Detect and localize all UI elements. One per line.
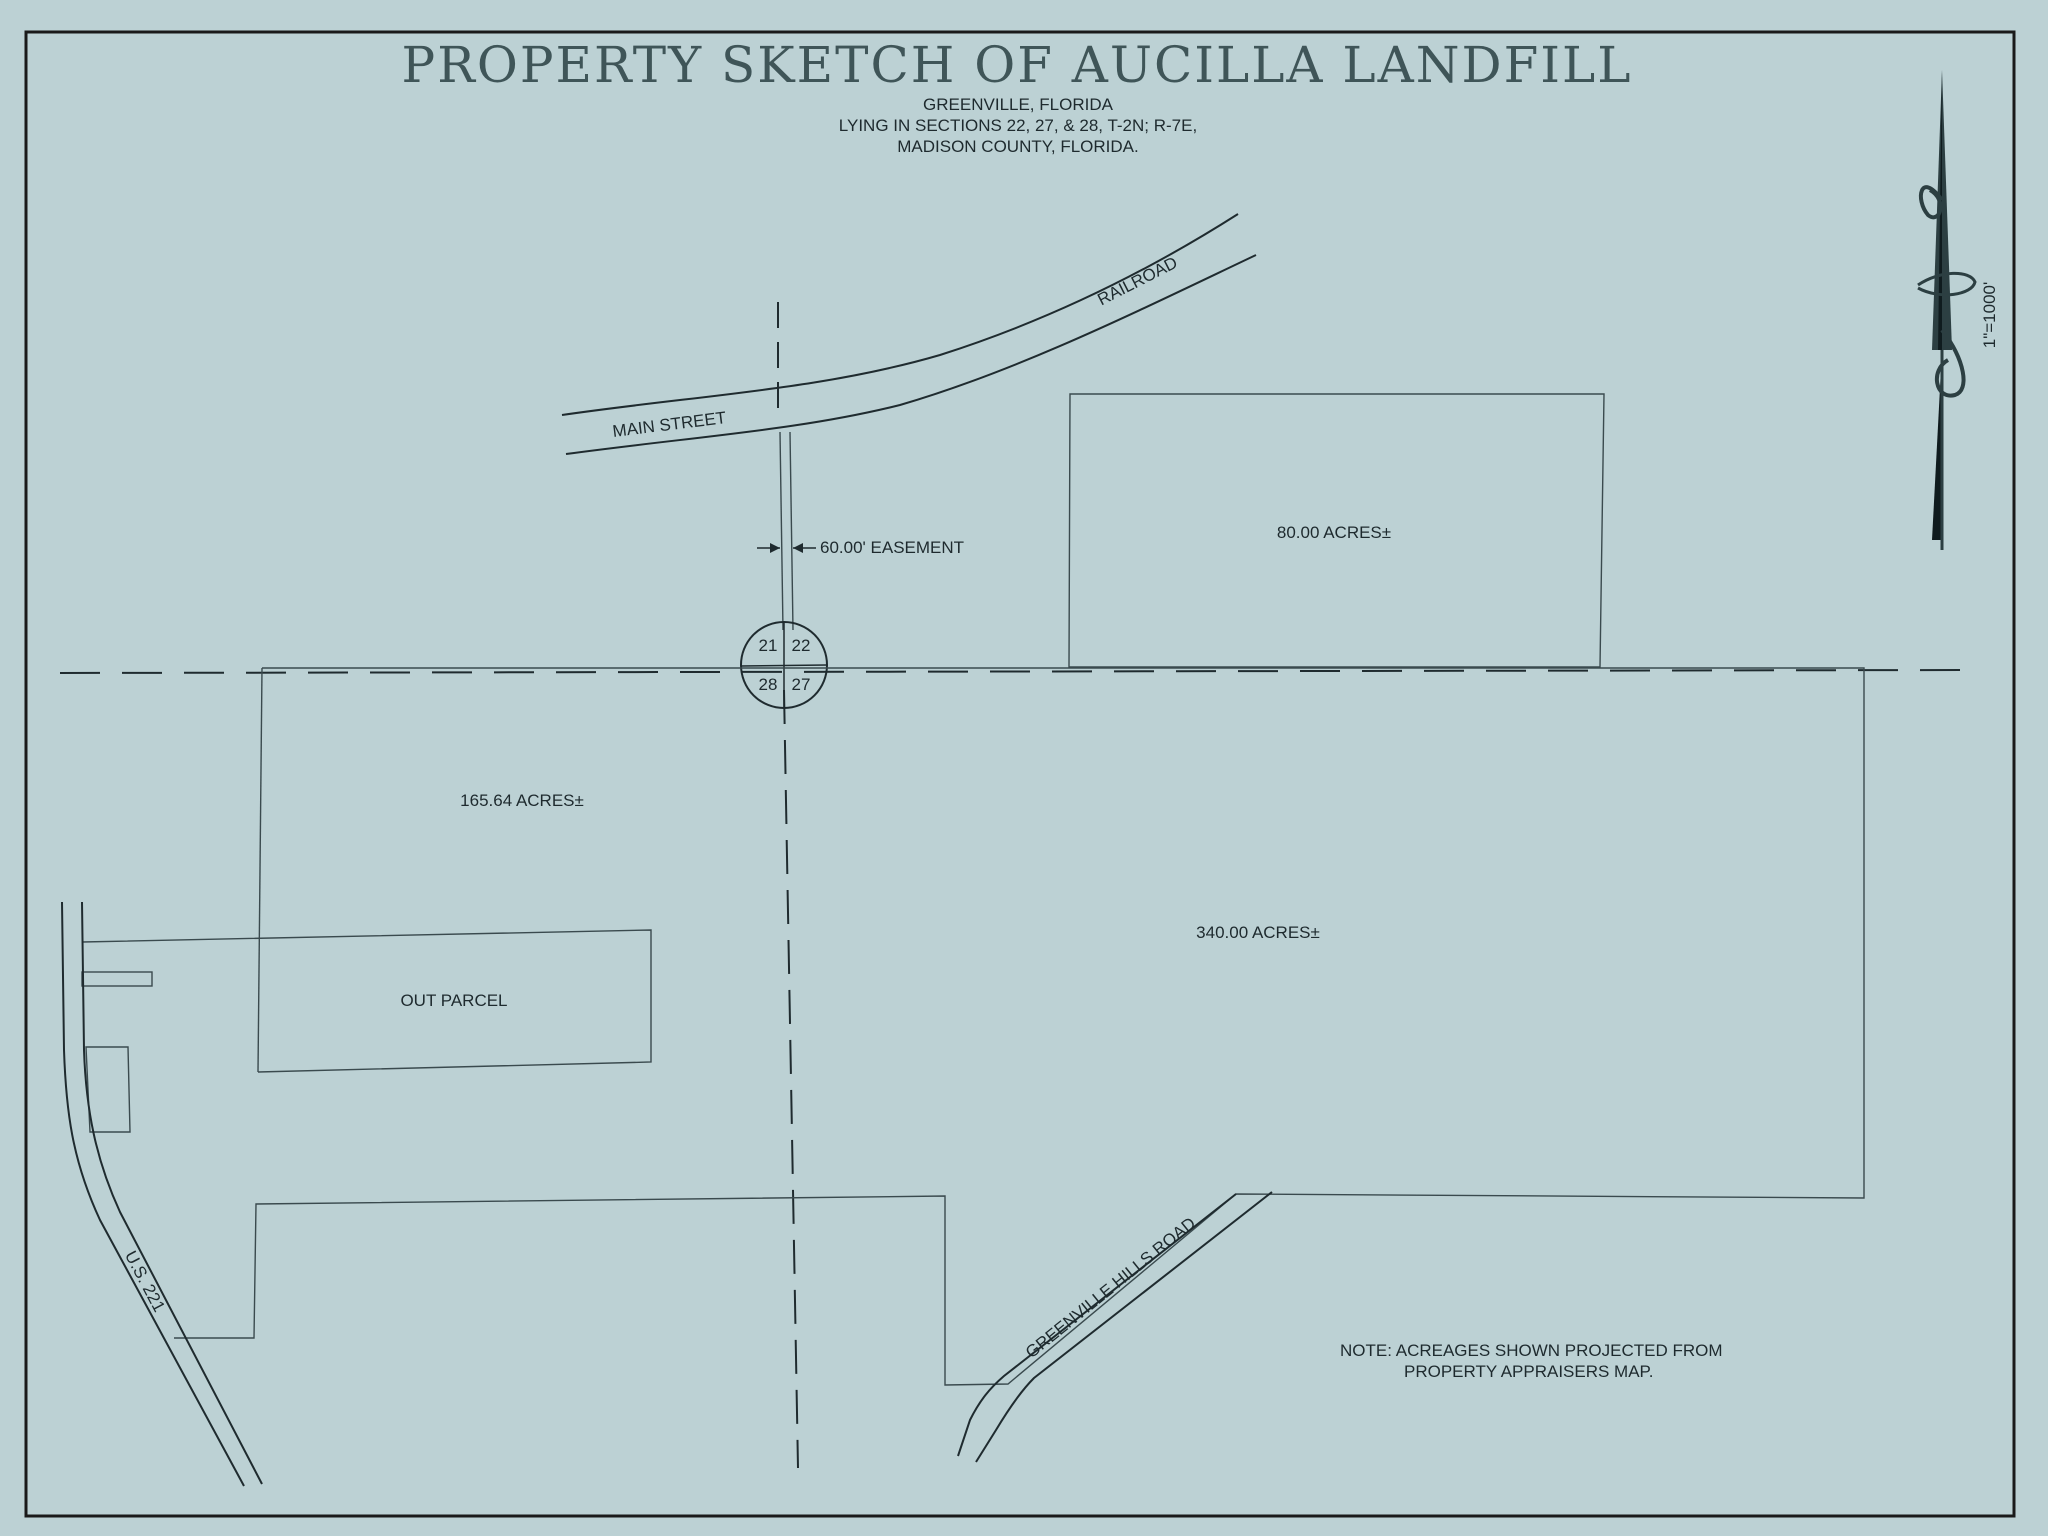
- section-28-label: 28: [759, 675, 778, 694]
- parcel-340-acres-label: 340.00 ACRES±: [1196, 923, 1320, 942]
- easement-dimension-arrows: [757, 543, 816, 553]
- small-lot-1: [81, 971, 153, 987]
- note-line-1: NOTE: ACREAGES SHOWN PROJECTED FROM: [1340, 1341, 1723, 1360]
- section-22-label: 22: [792, 636, 811, 655]
- subtitle-line-1: GREENVILLE, FLORIDA: [923, 95, 1114, 114]
- out-parcel-label: OUT PARCEL: [400, 991, 507, 1010]
- section-27-label: 27: [792, 675, 811, 694]
- easement-line-east: [789, 431, 794, 631]
- out-parcel-boundary: [81, 929, 652, 1073]
- subtitle-line-3: MADISON COUNTY, FLORIDA.: [897, 137, 1139, 156]
- us-221-road-east-edge: [81, 901, 263, 1485]
- us-221-road-west-edge: [61, 901, 245, 1487]
- section-corner-marker: [740, 621, 828, 709]
- parcel-80-acres-label: 80.00 ACRES±: [1277, 523, 1391, 542]
- subtitle-line-2: LYING IN SECTIONS 22, 27, & 28, T-2N; R-…: [839, 116, 1197, 135]
- map-frame: [24, 30, 2016, 1518]
- section-21-label: 21: [759, 636, 778, 655]
- note-line-2: PROPERTY APPRAISERS MAP.: [1404, 1362, 1653, 1381]
- landfill-main-boundary: [174, 667, 1865, 1386]
- section-line-horizontal: [59, 669, 1969, 674]
- main-street-road-south-edge: [565, 254, 1257, 455]
- section-line-vertical-south: [783, 689, 799, 1469]
- main-street-road-north-edge: [561, 213, 1239, 416]
- landfill-west-boundary: [257, 667, 263, 1073]
- scale-label: 1"=1000': [1980, 282, 1999, 348]
- easement-line-west: [779, 431, 784, 631]
- parcel-80-acres-boundary: [1068, 393, 1605, 668]
- map-title: PROPERTY SKETCH OF AUCILLA LANDFILL: [402, 36, 1633, 94]
- greenville-hills-road-south-edge: [975, 1191, 1273, 1463]
- easement-label: 60.00' EASEMENT: [820, 538, 964, 557]
- parcel-165-acres-label: 165.64 ACRES±: [460, 791, 584, 810]
- north-arrow-icon: [1917, 70, 1977, 550]
- greenville-hills-road-north-edge: [957, 1193, 1237, 1457]
